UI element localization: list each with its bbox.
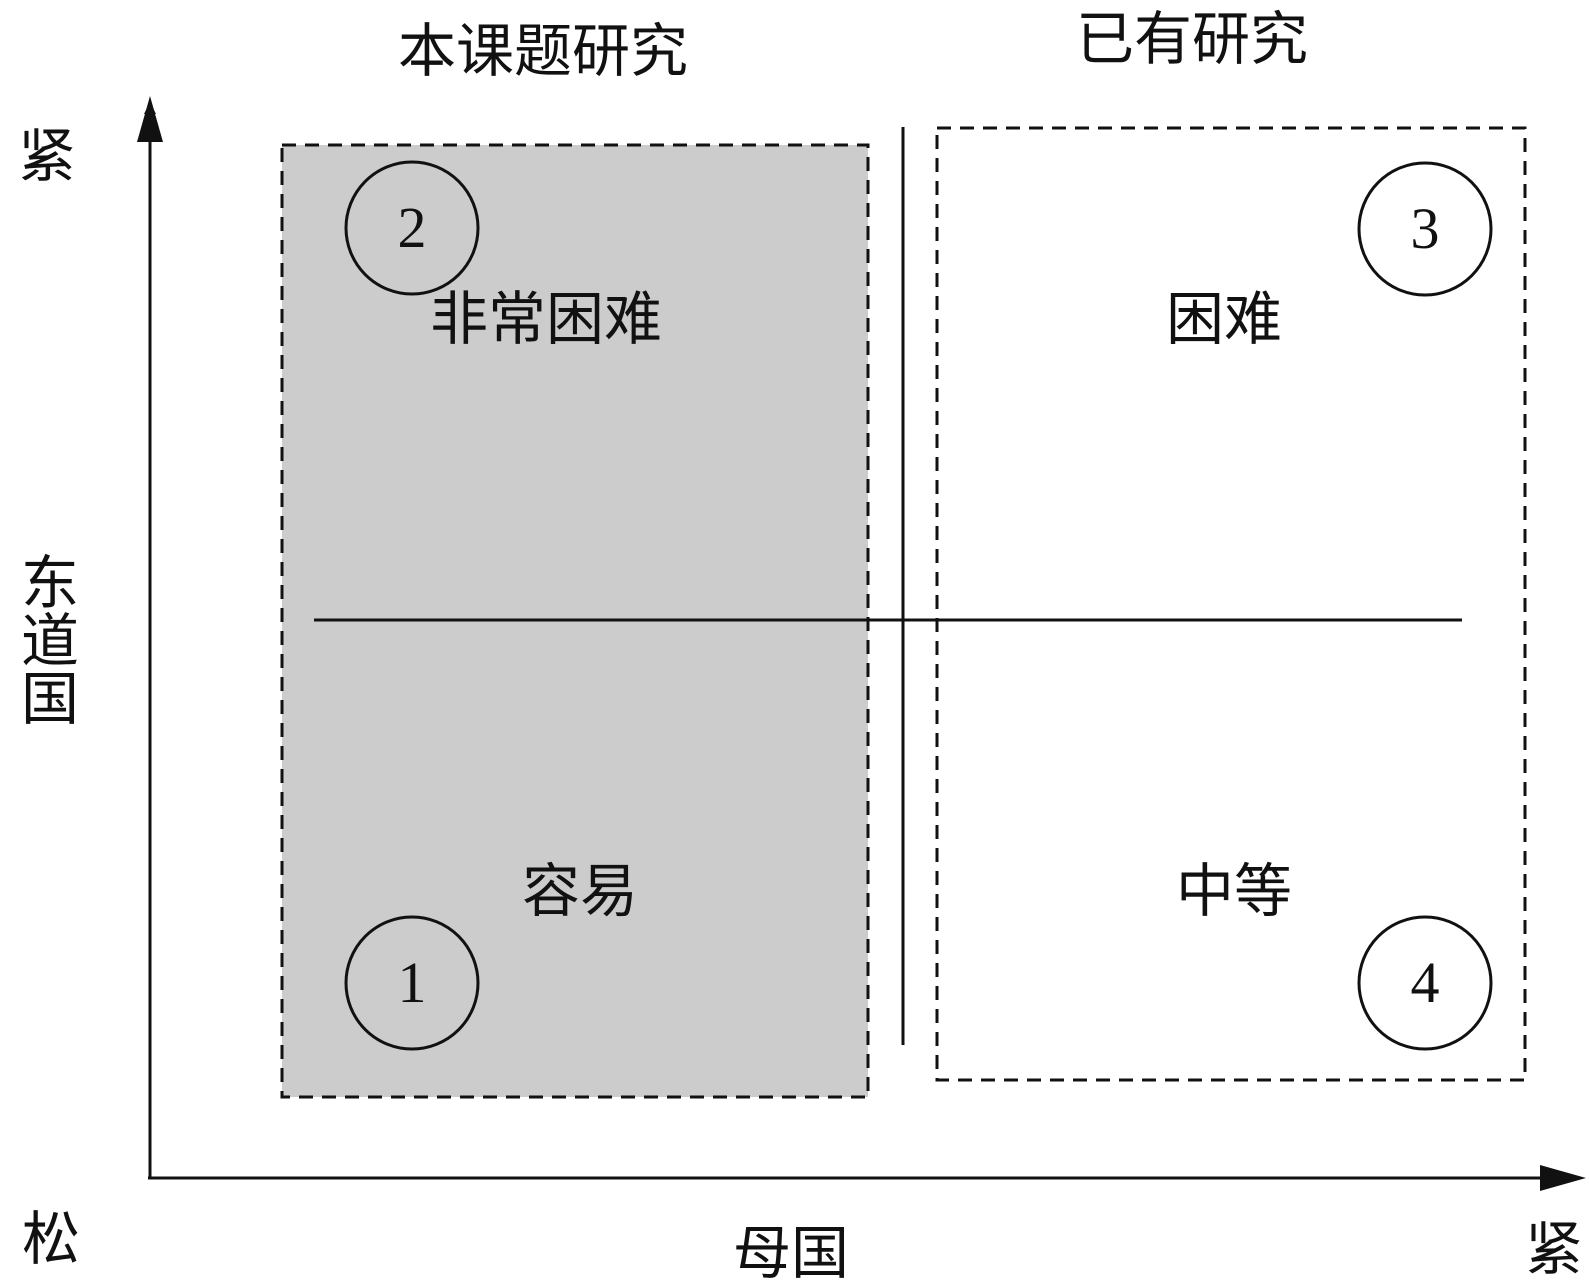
quadrant-3-number: 3 — [1410, 196, 1440, 261]
quadrant-4-label: 中等 — [1176, 857, 1293, 925]
quadrant-2-label: 非常困难 — [430, 285, 663, 353]
y-axis-label: 东道国 — [11, 552, 79, 726]
quadrant-4-number: 4 — [1410, 950, 1440, 1015]
quadrant-1-number: 1 — [397, 950, 427, 1015]
quadrant-3-circle — [1357, 161, 1493, 297]
quadrant-1-circle — [344, 915, 480, 1051]
existing-study-title: 已有研究 — [1076, 5, 1309, 73]
x-axis-arrowhead — [1540, 1165, 1586, 1191]
quadrant-1-label: 容易 — [522, 857, 639, 925]
y-axis-arrowhead — [137, 96, 163, 142]
quadrant-2-number: 2 — [397, 195, 427, 260]
quadrant-2-circle — [344, 160, 480, 296]
origin-label: 松 — [22, 1205, 81, 1273]
y-axis-top-label: 紧 — [18, 122, 77, 190]
x-axis-right-label: 紧 — [1525, 1215, 1584, 1283]
quadrant-3-label: 困难 — [1166, 285, 1283, 353]
quadrant-4-circle — [1357, 915, 1493, 1051]
x-axis-label: 母国 — [733, 1219, 850, 1287]
current-study-title: 本课题研究 — [398, 17, 689, 85]
existing-study-region — [935, 126, 1527, 1082]
